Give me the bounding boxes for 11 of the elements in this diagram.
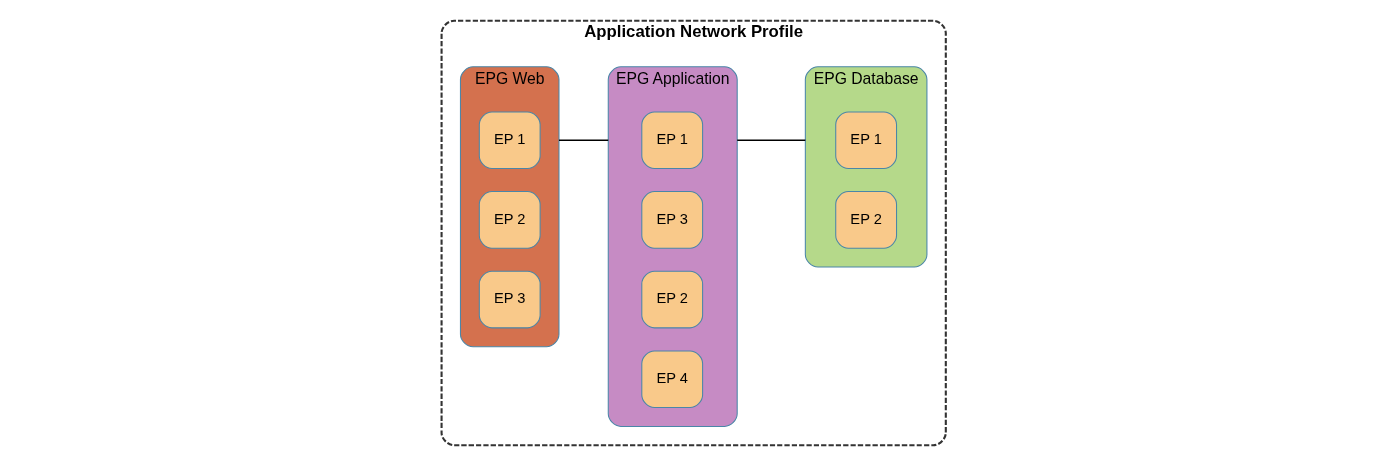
node-box: EP 3 xyxy=(478,270,541,329)
node-box: EP 4 xyxy=(640,350,703,409)
node-box: EP 2 xyxy=(478,191,541,249)
node-box: EP 2 xyxy=(834,191,897,249)
node-box: EP 1 xyxy=(640,111,703,170)
connector xyxy=(735,139,806,141)
node-box: EP 3 xyxy=(640,191,703,249)
node-box: EP 1 xyxy=(478,111,541,170)
node-box: EP 2 xyxy=(640,270,703,329)
connector xyxy=(557,139,609,141)
node-box: EP 1 xyxy=(834,111,897,170)
